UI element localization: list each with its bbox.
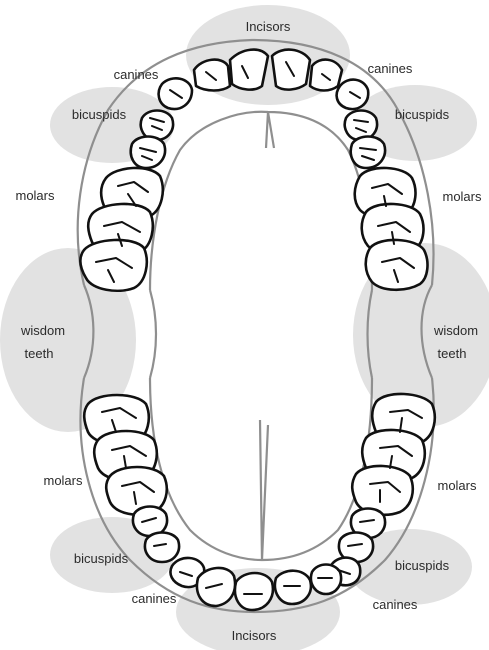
upper-molar-right-3: [366, 240, 428, 290]
label-incisors-top: Incisors: [246, 19, 291, 34]
label-wisdom-left-line2: teeth: [25, 346, 54, 361]
upper-incisor-left-lateral: [194, 60, 230, 91]
label-wisdom-left-line1: wisdom: [20, 323, 65, 338]
upper-arch-inner-gum: [150, 112, 372, 290]
upper-molar-left-3: [80, 240, 146, 291]
lower-incisor-left-lateral: [197, 568, 235, 606]
label-canines-top-left: canines: [114, 67, 159, 82]
upper-bicuspid-left-2: [131, 137, 165, 169]
palate-midline: [266, 112, 274, 148]
label-bicuspids-bottom-right: bicuspids: [395, 558, 450, 573]
label-wisdom-right-line2: teeth: [438, 346, 467, 361]
label-incisors-bottom: Incisors: [232, 628, 277, 643]
label-bicuspids-bottom-left: bicuspids: [74, 551, 129, 566]
lower-incisor-right-lateral: [311, 565, 341, 595]
tongue-midline: [260, 420, 268, 560]
label-canines-top-right: canines: [368, 61, 413, 76]
label-canines-bottom-left: canines: [132, 591, 177, 606]
lower-incisor-right-central: [275, 571, 311, 604]
label-molars-bottom-left: molars: [43, 473, 83, 488]
lower-incisor-left-central: [235, 573, 273, 610]
upper-incisor-left-central: [230, 50, 268, 90]
label-molars-top-left: molars: [15, 188, 55, 203]
label-bicuspids-top-left: bicuspids: [72, 107, 127, 122]
label-molars-bottom-right: molars: [437, 478, 477, 493]
lower-bicuspid-left-2: [145, 533, 179, 563]
upper-incisor-right-lateral: [310, 60, 342, 91]
label-canines-bottom-right: canines: [373, 597, 418, 612]
upper-bicuspid-right-2: [351, 137, 385, 169]
upper-teeth: [80, 50, 427, 291]
label-wisdom-right-line1: wisdom: [433, 323, 478, 338]
label-bicuspids-top-right: bicuspids: [395, 107, 450, 122]
label-molars-top-right: molars: [442, 189, 482, 204]
lower-molar-right-3: [352, 466, 413, 515]
